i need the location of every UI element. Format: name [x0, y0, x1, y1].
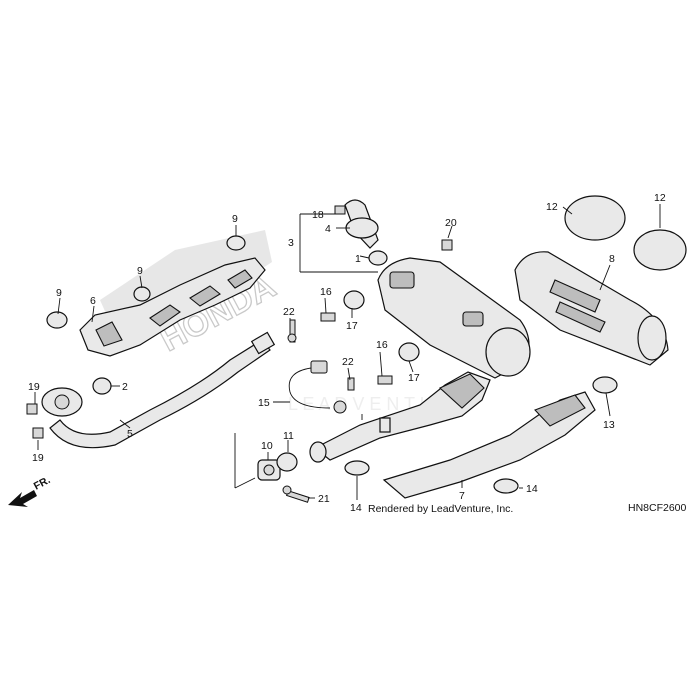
callout-5: 5	[127, 428, 133, 440]
callout-22b: 22	[342, 356, 354, 368]
gasket-ring[interactable]	[276, 452, 298, 472]
leader-lines	[34, 204, 661, 500]
callout-2: 2	[122, 381, 128, 393]
band-9c[interactable]	[226, 235, 246, 251]
band-9b[interactable]	[133, 286, 151, 302]
bolt-21[interactable]	[282, 485, 310, 503]
clamp[interactable]	[257, 459, 281, 481]
front-indicator: FR.	[8, 474, 52, 507]
rubber-mount-17a[interactable]	[343, 290, 365, 310]
gasket-1[interactable]	[368, 250, 388, 266]
oxygen-sensor[interactable]	[288, 360, 347, 414]
nut-20[interactable]	[441, 239, 453, 251]
callout-19b: 19	[32, 452, 44, 464]
collar-16a[interactable]	[320, 312, 336, 322]
callout-9a: 9	[232, 213, 238, 225]
exhaust-flange[interactable]	[41, 387, 83, 417]
callout-13: 13	[603, 419, 615, 431]
callout-8: 8	[609, 253, 615, 265]
callout-21: 21	[318, 493, 330, 505]
callout-17b: 17	[408, 372, 420, 384]
joint-pipe[interactable]	[344, 199, 379, 249]
callout-10: 10	[261, 440, 273, 452]
band-12b[interactable]	[633, 229, 687, 271]
band-12a[interactable]	[564, 195, 626, 241]
callout-labels: 1 2 3 4 5 6 7 8 9 9 9 10 11 12 12 13 14 …	[28, 192, 666, 514]
callout-12a: 12	[546, 201, 558, 213]
gasket-exhaust-pipe[interactable]	[92, 377, 112, 395]
bolt-18[interactable]	[334, 205, 346, 215]
callout-1: 1	[355, 253, 361, 265]
footer-credit: Rendered by LeadVenture, Inc.	[368, 503, 513, 515]
callout-18: 18	[312, 209, 324, 221]
callout-16b: 16	[376, 339, 388, 351]
diagram-code: HN8CF2600	[628, 502, 687, 514]
muffler-assembly[interactable]	[377, 257, 531, 379]
muffler-protector[interactable]	[514, 251, 669, 366]
catalyst-pipe[interactable]	[309, 371, 491, 463]
callout-20: 20	[445, 217, 457, 229]
bolt-22b[interactable]	[347, 377, 355, 391]
band-13[interactable]	[592, 376, 618, 394]
front-label: FR.	[32, 474, 53, 493]
collar-16b[interactable]	[377, 375, 393, 385]
exhaust-pipe[interactable]	[49, 331, 276, 449]
callout-3: 3	[288, 237, 294, 249]
callout-14a: 14	[350, 502, 362, 514]
callout-22a: 22	[283, 306, 295, 318]
callout-6: 6	[90, 295, 96, 307]
callout-15: 15	[258, 397, 270, 409]
callout-17a: 17	[346, 320, 358, 332]
nut-19b[interactable]	[32, 427, 44, 439]
callout-9c: 9	[56, 287, 62, 299]
front-arrow-icon	[8, 490, 37, 507]
rubber-mount-17b[interactable]	[398, 342, 420, 362]
callout-14b: 14	[526, 483, 538, 495]
exhaust-pipe-protector[interactable]	[79, 257, 266, 357]
callout-12b: 12	[654, 192, 666, 204]
callout-4: 4	[325, 223, 331, 235]
band-14a[interactable]	[344, 460, 370, 476]
band-9a[interactable]	[46, 311, 68, 329]
callout-19a: 19	[28, 381, 40, 393]
callout-7: 7	[459, 490, 465, 502]
bolt-22a[interactable]	[287, 319, 297, 343]
lower-protector[interactable]	[382, 391, 596, 499]
band-14b[interactable]	[493, 478, 519, 494]
callout-9b: 9	[137, 265, 143, 277]
callout-11: 11	[283, 430, 294, 442]
callout-16a: 16	[320, 286, 332, 298]
nut-19a[interactable]	[26, 403, 38, 415]
